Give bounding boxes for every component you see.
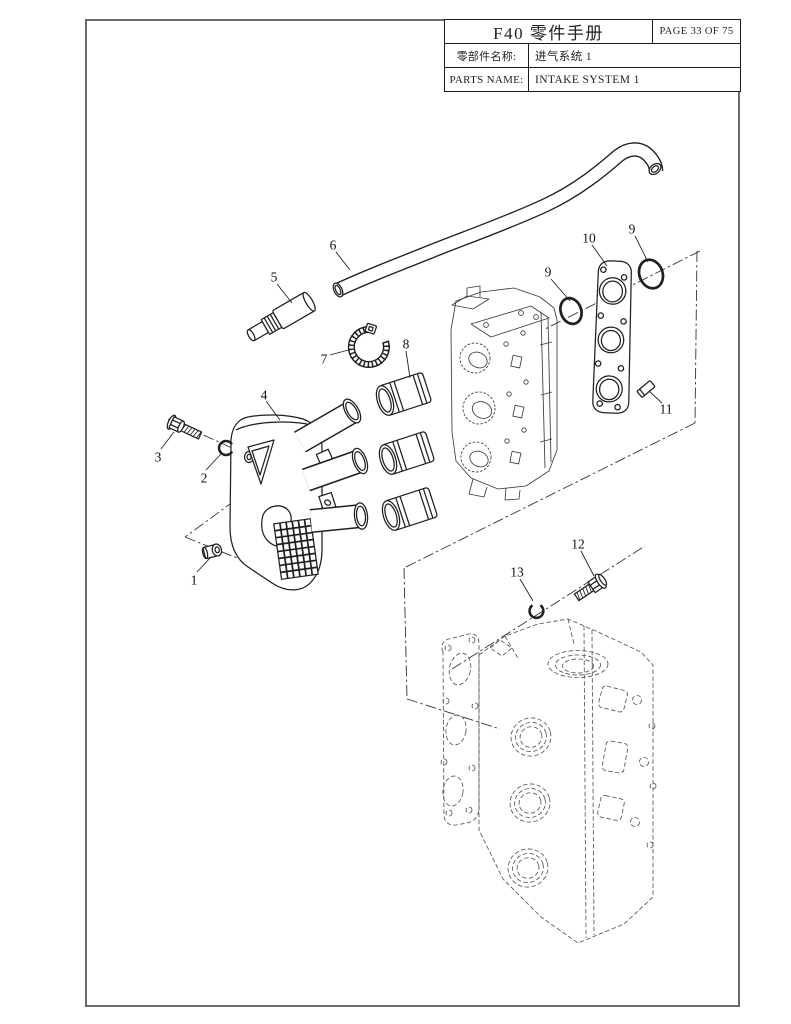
callout-leader-10 bbox=[591, 244, 608, 267]
callout-leader-13 bbox=[519, 578, 534, 602]
callout-number-9: 9 bbox=[545, 265, 552, 280]
callout-number-6: 6 bbox=[330, 238, 337, 253]
part-10-gasket bbox=[592, 260, 632, 414]
part-1-nut bbox=[201, 543, 223, 560]
callout-number-7: 7 bbox=[321, 352, 328, 367]
callout-number-13: 13 bbox=[510, 565, 524, 580]
carburetor-assembly-reference bbox=[450, 285, 558, 501]
part-9-o-ring-right bbox=[637, 258, 665, 290]
callout-number-8: 8 bbox=[403, 337, 410, 352]
callout-leader-6 bbox=[335, 251, 351, 271]
callout-number-12: 12 bbox=[571, 537, 585, 552]
callout-leader-2 bbox=[205, 453, 222, 471]
manual-title: F40 零件手册 bbox=[445, 20, 653, 43]
parts-name-label-cn: 零部件名称: bbox=[445, 44, 529, 67]
part-2-washer bbox=[217, 439, 234, 457]
callout-leader-3 bbox=[160, 431, 175, 450]
page-indicator: PAGE 33 OF 75 bbox=[659, 26, 734, 37]
title-block: F40 零件手册 PAGE 33 OF 75 零部件名称: 进气系统 1 PAR… bbox=[444, 19, 741, 92]
manifold-pipes bbox=[294, 398, 369, 533]
callout-leader-1 bbox=[196, 556, 212, 573]
callout-leader-12 bbox=[580, 550, 595, 577]
part-13-washer bbox=[528, 604, 545, 620]
callout-leader-5 bbox=[276, 283, 293, 304]
callout-leader-9 bbox=[550, 278, 571, 302]
part-9-o-ring-left bbox=[559, 296, 583, 326]
part-3-bolt bbox=[166, 414, 203, 440]
parts-name-value-en: INTAKE SYSTEM 1 bbox=[535, 73, 640, 86]
callout-leader-8 bbox=[405, 350, 411, 379]
part-12-bolt bbox=[573, 573, 608, 602]
title-row: F40 零件手册 PAGE 33 OF 75 bbox=[445, 20, 740, 43]
parts-name-row-cn: 零部件名称: 进气系统 1 bbox=[445, 43, 740, 67]
manifold-grid bbox=[273, 518, 319, 580]
part-11-pin bbox=[636, 380, 656, 398]
callout-number-11: 11 bbox=[660, 402, 673, 417]
part-8-sleeves bbox=[375, 372, 438, 531]
parts-name-row-en: PARTS NAME: INTAKE SYSTEM 1 bbox=[445, 67, 740, 91]
part-5-connector bbox=[246, 291, 316, 342]
callout-number-3: 3 bbox=[155, 450, 162, 465]
part-7-hose-clamp bbox=[347, 322, 390, 368]
callout-number-9: 9 bbox=[629, 222, 636, 237]
callout-number-4: 4 bbox=[261, 388, 268, 403]
callout-leader-9 bbox=[634, 235, 649, 263]
callout-number-5: 5 bbox=[271, 270, 278, 285]
part-6-tube bbox=[332, 142, 664, 298]
callout-leader-11 bbox=[648, 390, 663, 404]
engine-block-reference bbox=[440, 618, 657, 944]
callout-leader-4 bbox=[265, 400, 281, 421]
part-4-intake-manifold bbox=[229, 398, 369, 591]
callout-number-10: 10 bbox=[582, 231, 596, 246]
callout-number-1: 1 bbox=[191, 573, 198, 588]
parts-name-value-cn: 进气系统 1 bbox=[535, 50, 593, 63]
callout-number-2: 2 bbox=[201, 471, 208, 486]
callout-leader-7 bbox=[329, 348, 353, 356]
parts-name-label-en: PARTS NAME: bbox=[445, 68, 529, 91]
